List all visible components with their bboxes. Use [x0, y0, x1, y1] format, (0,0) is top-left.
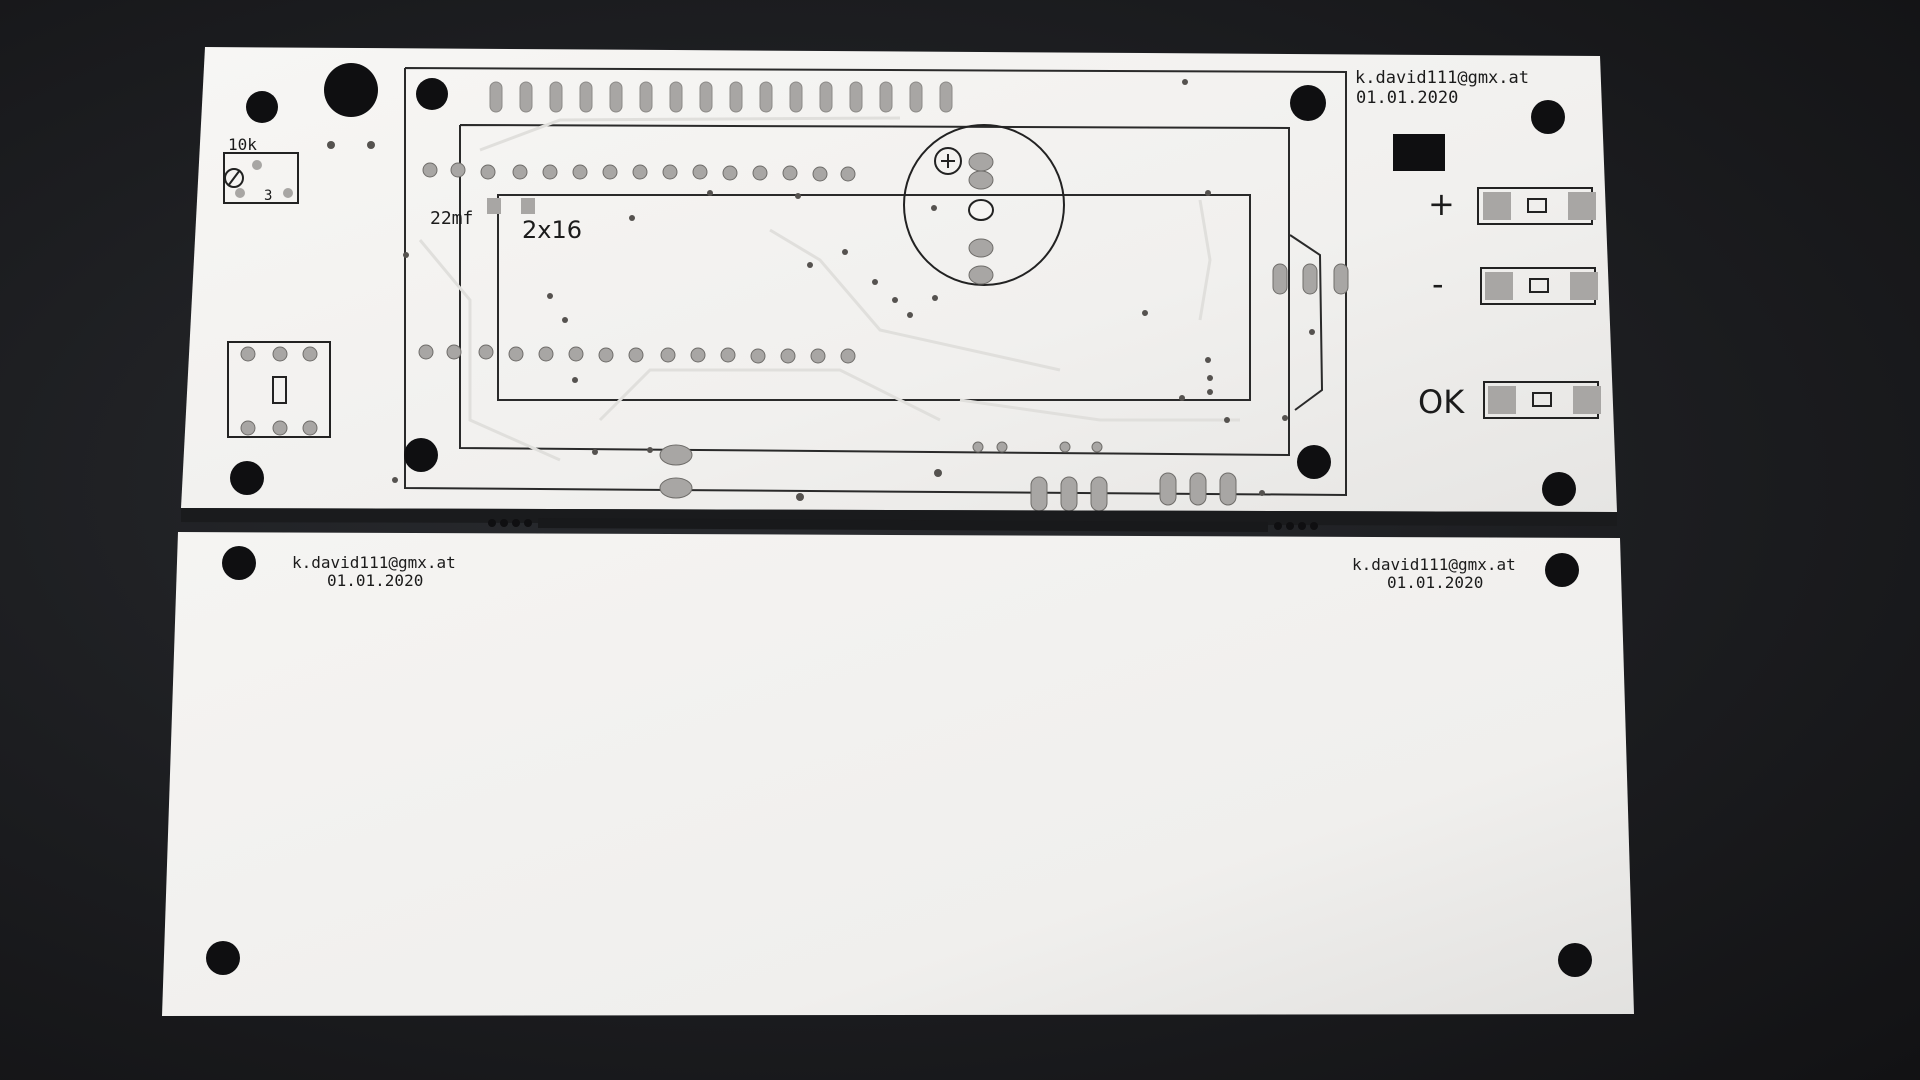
mount-hole [1542, 472, 1576, 506]
pin-row-upper [422, 162, 856, 182]
button-plus: + [1428, 185, 1596, 225]
mount-hole [230, 461, 264, 495]
top-mounting-holes [230, 63, 1576, 506]
button-minus: - [1432, 265, 1598, 305]
mount-hole [1558, 943, 1592, 977]
mount-hole [1290, 85, 1326, 121]
top-board-substrate [181, 47, 1617, 512]
bottom-left-author-label: k.david111@gmx.at [292, 553, 456, 572]
top-pcb-board: 10k 3 [181, 47, 1617, 512]
display-size-label: 2x16 [522, 216, 582, 244]
potentiometer-footprint: 10k 3 [223, 135, 299, 204]
small-component-pads [659, 263, 1349, 512]
lcd-header-row [489, 81, 953, 113]
mount-hole [246, 91, 278, 123]
mount-hole [404, 438, 438, 472]
bottom-left-date-label: 01.01.2020 [327, 571, 423, 590]
pin-row-lower [418, 344, 856, 364]
pot-pad [252, 160, 262, 170]
bottom-mounting-holes [206, 546, 1592, 977]
button-minus-label: - [1432, 265, 1444, 303]
bottom-right-author-label: k.david111@gmx.at [1352, 555, 1516, 574]
pot-pin-label: 3 [264, 188, 272, 204]
pot-value-label: 10k [228, 135, 257, 154]
bottom-pcb-board: k.david111@gmx.at 01.01.2020 k.david111@… [162, 532, 1634, 1016]
mount-hole [1545, 553, 1579, 587]
switch-slot [1393, 134, 1445, 171]
mount-hole [324, 63, 378, 117]
breakaway-mouse-bites [181, 508, 1617, 532]
date-label: 01.01.2020 [1356, 88, 1458, 108]
capacitor-footprint: 22mf 2x16 [430, 198, 582, 244]
pot-pad [235, 188, 245, 198]
mount-hole [222, 546, 256, 580]
button-ok: OK [1418, 381, 1601, 421]
capacitor-label: 22mf [430, 208, 473, 229]
button-ok-label: OK [1418, 383, 1465, 421]
vias-left [327, 79, 1315, 501]
copper-traces [418, 116, 1240, 462]
mount-hole [416, 78, 448, 110]
author-label: k.david111@gmx.at [1355, 68, 1529, 88]
mount-hole [1531, 100, 1565, 134]
button-plus-label: + [1428, 185, 1455, 223]
ic-socket-footprint [227, 341, 331, 438]
mount-hole [206, 941, 240, 975]
bottom-right-date-label: 01.01.2020 [1387, 573, 1483, 592]
mount-hole [1297, 445, 1331, 479]
buzzer-footprint [903, 124, 1065, 286]
pot-pad [283, 188, 293, 198]
bottom-board-substrate [162, 532, 1634, 1016]
board-outline-traces [404, 67, 1347, 497]
